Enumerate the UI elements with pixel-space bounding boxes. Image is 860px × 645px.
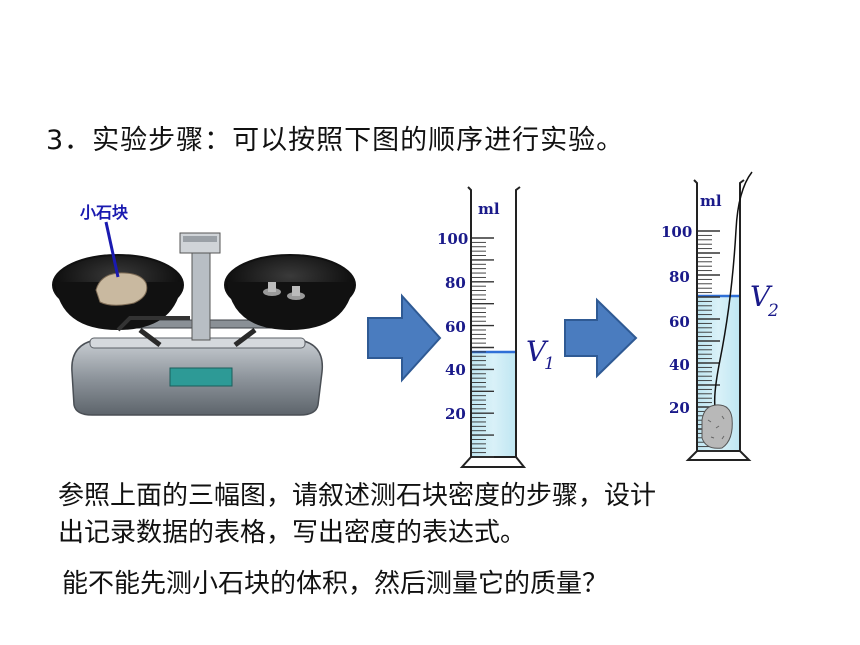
volume-label-2: V xyxy=(750,280,773,313)
tick-label-2-80: 80 xyxy=(669,268,690,286)
unit-label-1: ml xyxy=(478,200,500,218)
balance-nameplate xyxy=(169,367,233,387)
tick-label-2-60: 60 xyxy=(669,313,690,331)
unit-label-2: ml xyxy=(700,192,722,210)
stone-label: 小石块 xyxy=(80,203,129,222)
graduated-cylinder-2: ml 100 80 60 40 20 V 2 xyxy=(661,171,779,461)
arrow-right-1 xyxy=(367,293,442,383)
tick-label-2-100: 100 xyxy=(661,223,692,241)
stone-label-pointer xyxy=(104,221,120,278)
question-line: 能不能先测小石块的体积，然后测量它的质量？ xyxy=(62,569,609,599)
volume-label-1: V xyxy=(526,335,549,368)
thread xyxy=(713,171,753,413)
tick-label-1-40: 40 xyxy=(445,361,466,379)
tick-label-1-60: 60 xyxy=(445,318,466,336)
balance-scale: 小石块 xyxy=(52,203,356,416)
tick-label-1-20: 20 xyxy=(445,405,466,423)
instruction-line-2: 出记录数据的表格，写出密度的表达式。 xyxy=(58,518,527,548)
stone-in-water xyxy=(701,404,733,449)
tick-label-1-80: 80 xyxy=(445,274,466,292)
tick-label-2-20: 20 xyxy=(669,399,690,417)
arrow-right-2 xyxy=(564,297,638,379)
tick-label-1-100: 100 xyxy=(437,230,468,248)
instruction-line-1: 参照上面的三幅图，请叙述测石块密度的步骤，设计 xyxy=(58,481,657,511)
volume-sub-2: 2 xyxy=(767,301,779,321)
weights xyxy=(263,282,305,300)
tick-label-2-40: 40 xyxy=(669,356,690,374)
graduated-cylinder-1: ml 100 80 60 40 20 V 1 xyxy=(437,186,555,468)
stone-on-pan xyxy=(95,272,148,306)
volume-sub-1: 1 xyxy=(544,354,555,374)
step-heading: 3．实验步骤：可以按照下图的顺序进行实验。 xyxy=(46,125,625,156)
